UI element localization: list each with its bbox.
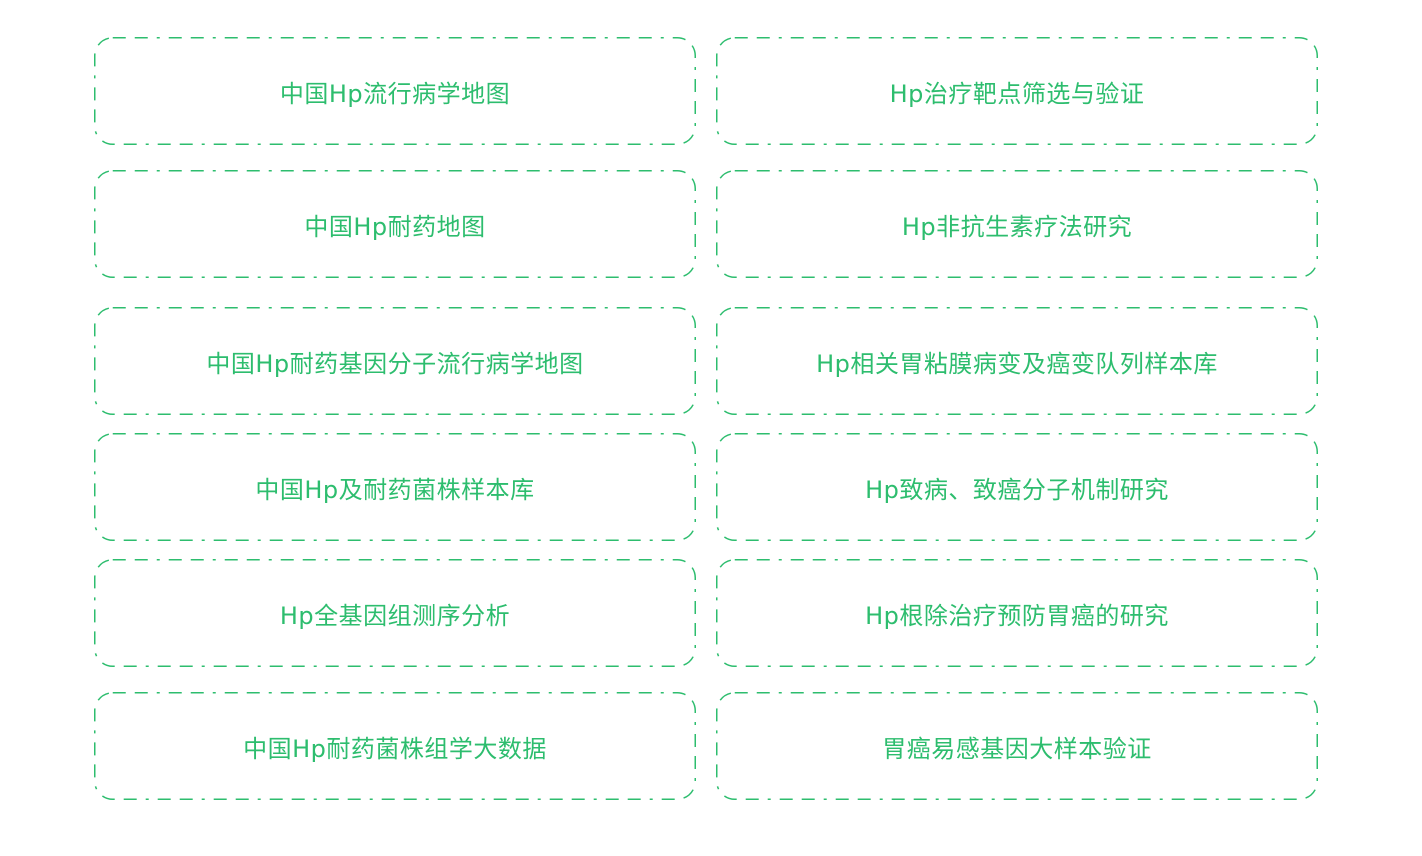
research-card[interactable]: 中国Hp耐药基因分子流行病学地图: [94, 307, 696, 415]
research-card[interactable]: Hp致病、致癌分子机制研究: [716, 433, 1318, 541]
research-card-label: 中国Hp耐药地图: [304, 212, 486, 241]
dashed-border: [716, 559, 1318, 667]
research-card[interactable]: Hp治疗靶点筛选与验证: [716, 37, 1318, 145]
research-card-label: 中国Hp耐药菌株组学大数据: [243, 734, 547, 763]
research-card-label: 胃癌易感基因大样本验证: [882, 734, 1152, 763]
dashed-border: [94, 692, 696, 800]
research-card[interactable]: 中国Hp及耐药菌株样本库: [94, 433, 696, 541]
research-card-label: 中国Hp耐药基因分子流行病学地图: [206, 349, 584, 378]
research-card[interactable]: Hp全基因组测序分析: [94, 559, 696, 667]
research-card[interactable]: 中国Hp耐药地图: [94, 170, 696, 278]
research-card-label: Hp全基因组测序分析: [279, 601, 511, 630]
research-card[interactable]: Hp非抗生素疗法研究: [716, 170, 1318, 278]
research-card-label: 中国Hp流行病学地图: [279, 79, 511, 108]
research-card-label: Hp根除治疗预防胃癌的研究: [865, 601, 1169, 630]
research-card[interactable]: 中国Hp耐药菌株组学大数据: [94, 692, 696, 800]
research-card[interactable]: Hp相关胃粘膜病变及癌变队列样本库: [716, 307, 1318, 415]
dashed-border: [716, 37, 1318, 145]
research-card-label: Hp治疗靶点筛选与验证: [889, 79, 1145, 108]
dashed-border: [94, 170, 696, 278]
dashed-border: [716, 692, 1318, 800]
dashed-border: [94, 37, 696, 145]
dashed-border: [94, 559, 696, 667]
research-card-label: Hp致病、致癌分子机制研究: [865, 475, 1169, 504]
dashed-border: [94, 307, 696, 415]
research-card-label: 中国Hp及耐药菌株样本库: [255, 475, 535, 504]
research-card-label: Hp相关胃粘膜病变及癌变队列样本库: [816, 349, 1218, 378]
research-card-label: Hp非抗生素疗法研究: [901, 212, 1133, 241]
research-card[interactable]: 中国Hp流行病学地图: [94, 37, 696, 145]
research-card[interactable]: 胃癌易感基因大样本验证: [716, 692, 1318, 800]
dashed-border: [716, 433, 1318, 541]
research-card[interactable]: Hp根除治疗预防胃癌的研究: [716, 559, 1318, 667]
dashed-border: [716, 170, 1318, 278]
dashed-border: [94, 433, 696, 541]
dashed-border: [716, 307, 1318, 415]
